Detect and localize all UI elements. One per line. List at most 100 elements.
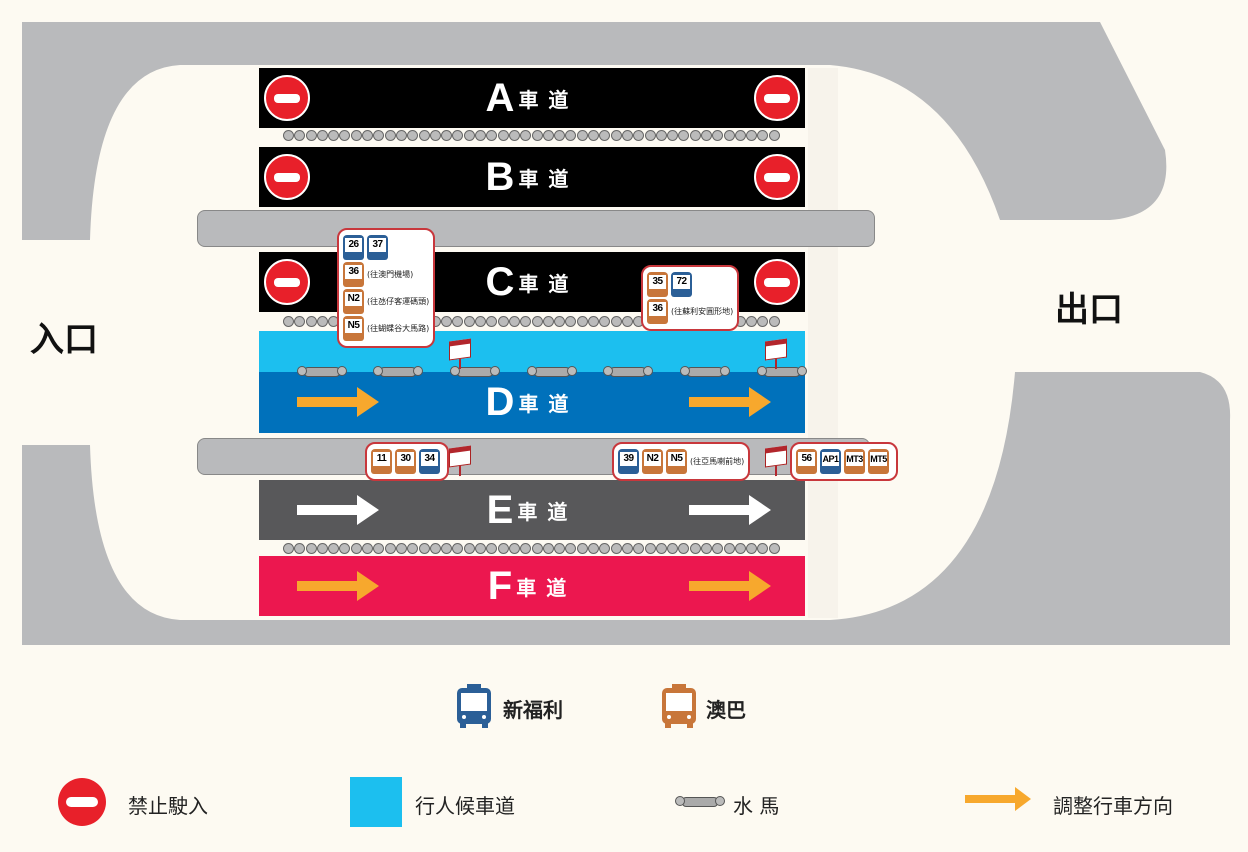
bus-stop-c-left[interactable]: 26 37 36 (往澳門機場) N2(往氹仔客運碼頭) N5 (往蝴蝶谷大馬路) xyxy=(337,228,436,348)
bollard-row xyxy=(283,543,789,555)
route-number: N5 xyxy=(345,319,362,333)
route-number: 34 xyxy=(421,452,438,466)
bus-route-39[interactable]: 39 xyxy=(618,449,639,474)
bus-route-36[interactable]: 36 xyxy=(343,262,364,287)
water-barrier xyxy=(373,366,423,377)
lane-word: 車道 xyxy=(517,499,578,524)
bus-route-n2[interactable]: N2 xyxy=(642,449,663,474)
water-barrier xyxy=(603,366,653,377)
bus-route-mt5[interactable]: MT5 xyxy=(868,449,889,474)
lane-word: 車道 xyxy=(516,575,577,600)
route-number: 36 xyxy=(345,265,362,279)
no-entry-icon xyxy=(754,154,800,200)
bus-route-ap1[interactable]: AP1 xyxy=(820,449,841,474)
bus-stop-sign-icon xyxy=(765,445,787,468)
bus-route-n5[interactable]: N5 xyxy=(343,316,364,341)
no-entry-icon xyxy=(264,259,310,305)
route-number: 72 xyxy=(673,275,690,289)
legend-arrow-label: 調整行車方向 xyxy=(1053,794,1173,818)
route-number: MT5 xyxy=(870,452,887,466)
route-number: 39 xyxy=(620,452,637,466)
route-number: N2 xyxy=(644,452,661,466)
bus-icon-xinfuli xyxy=(457,684,491,728)
pedestrian-swatch xyxy=(350,777,402,827)
lane-letter: B xyxy=(485,154,515,199)
bus-stop-e-mid[interactable]: 39 N2 N5 (往亞馬喇前地) xyxy=(612,442,751,481)
bus-stop-sign-icon xyxy=(449,338,471,361)
lane-letter: D xyxy=(485,380,515,424)
destination: (往氹仔客運碼頭) xyxy=(367,297,430,306)
road-divider-bottom xyxy=(197,438,870,475)
route-number: 30 xyxy=(397,452,414,466)
route-number: 26 xyxy=(345,238,362,252)
legend-pedestrian-label: 行人候車道 xyxy=(415,794,515,818)
bus-icon-macau-bus xyxy=(662,684,696,728)
legend-macau-bus: 澳巴 xyxy=(660,684,746,732)
no-entry-icon xyxy=(754,259,800,305)
lane-letter: C xyxy=(485,259,515,304)
legend-macau-bus-label: 澳巴 xyxy=(706,698,746,722)
legend-xinfuli: 新福利 xyxy=(455,684,563,732)
water-barrier xyxy=(527,366,577,377)
bus-route-n5[interactable]: N5 xyxy=(666,449,687,474)
bus-route-35[interactable]: 35 xyxy=(647,272,668,297)
lane-word: 車道 xyxy=(518,392,579,416)
bus-route-36[interactable]: 36 xyxy=(647,299,668,324)
route-number: AP1 xyxy=(822,452,839,466)
arrow-icon xyxy=(965,787,1031,811)
route-number: 56 xyxy=(798,452,815,466)
destination: (往蝴蝶谷大馬路) xyxy=(367,324,430,333)
direction-arrow-icon xyxy=(297,387,379,417)
water-barrier xyxy=(757,366,807,377)
water-barrier xyxy=(297,366,347,377)
route-number: 11 xyxy=(373,452,390,466)
destination: (往澳門機場) xyxy=(367,270,414,279)
bus-stop-e-left[interactable]: 11 30 34 xyxy=(365,442,449,481)
bus-route-mt3[interactable]: MT3 xyxy=(844,449,865,474)
destination: (往蘇利安圓形地) xyxy=(671,307,734,316)
bollard-row xyxy=(283,130,789,142)
road-divider-top xyxy=(197,210,875,247)
no-entry-icon xyxy=(264,154,310,200)
direction-arrow-icon xyxy=(689,495,771,525)
route-number: 37 xyxy=(369,238,386,252)
water-barrier xyxy=(450,366,500,377)
bus-route-26[interactable]: 26 xyxy=(343,235,364,260)
lane-letter: E xyxy=(486,487,514,532)
legend-barrier-label: 水 馬 xyxy=(733,794,780,818)
bus-stop-c-right[interactable]: 35 72 36(往蘇利安圓形地) xyxy=(641,265,740,331)
route-number: MT3 xyxy=(846,452,863,466)
no-entry-icon xyxy=(264,75,310,121)
bus-route-34[interactable]: 34 xyxy=(419,449,440,474)
direction-arrow-icon xyxy=(297,571,379,601)
legend-no-entry-label: 禁止駛入 xyxy=(128,794,208,818)
bus-route-30[interactable]: 30 xyxy=(395,449,416,474)
direction-arrow-icon xyxy=(297,495,379,525)
bus-route-11[interactable]: 11 xyxy=(371,449,392,474)
bus-route-37[interactable]: 37 xyxy=(367,235,388,260)
no-entry-icon xyxy=(754,75,800,121)
bus-route-56[interactable]: 56 xyxy=(796,449,817,474)
lane-letter: A xyxy=(485,75,515,120)
bus-route-n2[interactable]: N2 xyxy=(343,289,364,314)
route-number: 35 xyxy=(649,275,666,289)
lane-letter: F xyxy=(487,563,513,608)
direction-arrow-icon xyxy=(689,571,771,601)
lane-word: 車道 xyxy=(518,87,579,112)
bus-route-72[interactable]: 72 xyxy=(671,272,692,297)
destination: (往亞馬喇前地) xyxy=(690,457,745,466)
lane-word: 車道 xyxy=(518,166,579,191)
bus-stop-sign-icon xyxy=(765,338,787,361)
bus-stop-e-right[interactable]: 56 AP1 MT3 MT5 xyxy=(790,442,898,481)
exit-label: 出口 xyxy=(1055,290,1123,330)
route-number: N5 xyxy=(668,452,685,466)
direction-arrow-icon xyxy=(689,387,771,417)
water-barrier xyxy=(680,366,730,377)
legend-xinfuli-label: 新福利 xyxy=(503,698,563,722)
lane-word: 車道 xyxy=(518,271,579,296)
bus-stop-sign-icon xyxy=(449,445,471,468)
